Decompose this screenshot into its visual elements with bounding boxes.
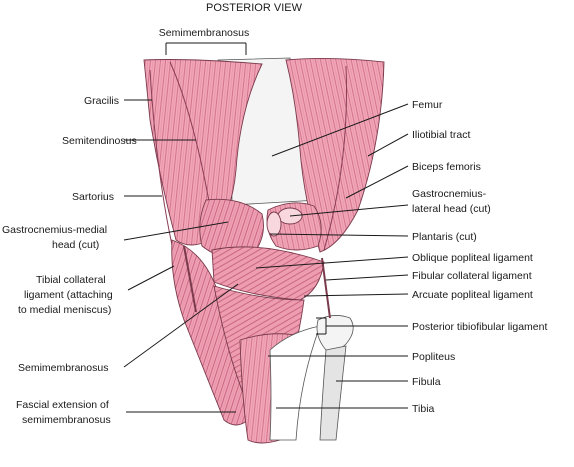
leader-plantaris <box>269 233 409 237</box>
leader-arcuate-popliteal <box>303 293 409 297</box>
label-gastrocnemius-medial-2: head (cut) <box>52 239 99 251</box>
label-femur: Femur <box>412 99 443 111</box>
diagram-title: POSTERIOR VIEW <box>206 2 303 14</box>
label-fascial-extension-2: semimembranosus <box>22 414 111 426</box>
label-biceps-femoris: Biceps femoris <box>412 161 481 173</box>
label-popliteus: Popliteus <box>412 351 455 363</box>
fibula-shaft <box>319 345 347 441</box>
leader-fibular-collateral <box>325 274 409 281</box>
leader-tibial-collateral <box>127 265 175 291</box>
fibula-head <box>316 315 354 352</box>
leader-gastrocnemius-medial <box>123 221 229 241</box>
leader-posterior-tibiofibular <box>316 317 408 335</box>
label-oblique-popliteal: Oblique popliteal ligament <box>412 252 533 264</box>
leader-gastrocnemius-lateral <box>289 204 409 217</box>
label-tibial-collateral-3: to medial meniscus) <box>18 304 111 316</box>
tibial-collateral-ligament <box>183 245 197 313</box>
leader-oblique-popliteal <box>255 256 409 269</box>
label-semitendinosus: Semitendinosus <box>62 135 137 147</box>
label-fibula: Fibula <box>412 376 441 388</box>
gracilis-edge <box>149 69 173 246</box>
oblique-popliteal-region <box>211 246 325 301</box>
label-plantaris: Plantaris (cut) <box>412 231 477 243</box>
label-gastrocnemius-medial-1: Gastrocnemius-medial <box>2 224 107 236</box>
label-gastrocnemius-lateral-2: lateral head (cut) <box>412 203 491 215</box>
leader-semimembranosus-bottom <box>123 283 239 368</box>
label-gastrocnemius-lateral-1: Gastrocnemius- <box>412 188 487 200</box>
label-tibial-collateral-1: Tibial collateral <box>36 274 106 286</box>
label-fibular-collateral: Fibular collateral ligament <box>412 270 532 282</box>
gastrocnemius-medial-cut <box>266 211 282 237</box>
lateral-hamstrings <box>285 57 385 253</box>
label-arcuate-popliteal: Arcuate popliteal ligament <box>412 289 533 301</box>
label-semimembranosus-top: Semimembranosus <box>159 27 249 39</box>
label-fascial-extension-1: Fascial extension of <box>16 399 109 411</box>
tibia-bone <box>269 325 321 441</box>
leader-iliotibial-tract <box>367 133 409 157</box>
label-sartorius: Sartorius <box>72 191 114 203</box>
leader-femur <box>271 103 409 157</box>
label-gracilis: Gracilis <box>84 95 119 107</box>
label-iliotibial-tract: Iliotibial tract <box>412 129 470 141</box>
fibular-collateral-ligament <box>321 257 331 319</box>
label-semimembranosus-bottom: Semimembranosus <box>18 362 108 374</box>
label-posterior-tibiofibular: Posterior tibiofibular ligament <box>412 321 547 333</box>
biceps-edge <box>323 65 348 251</box>
semimembranosus-bracket <box>165 42 247 55</box>
label-tibial-collateral-2: ligament (attaching <box>24 289 113 301</box>
label-tibia: Tibia <box>412 403 435 415</box>
leader-biceps-femoris <box>345 165 409 199</box>
